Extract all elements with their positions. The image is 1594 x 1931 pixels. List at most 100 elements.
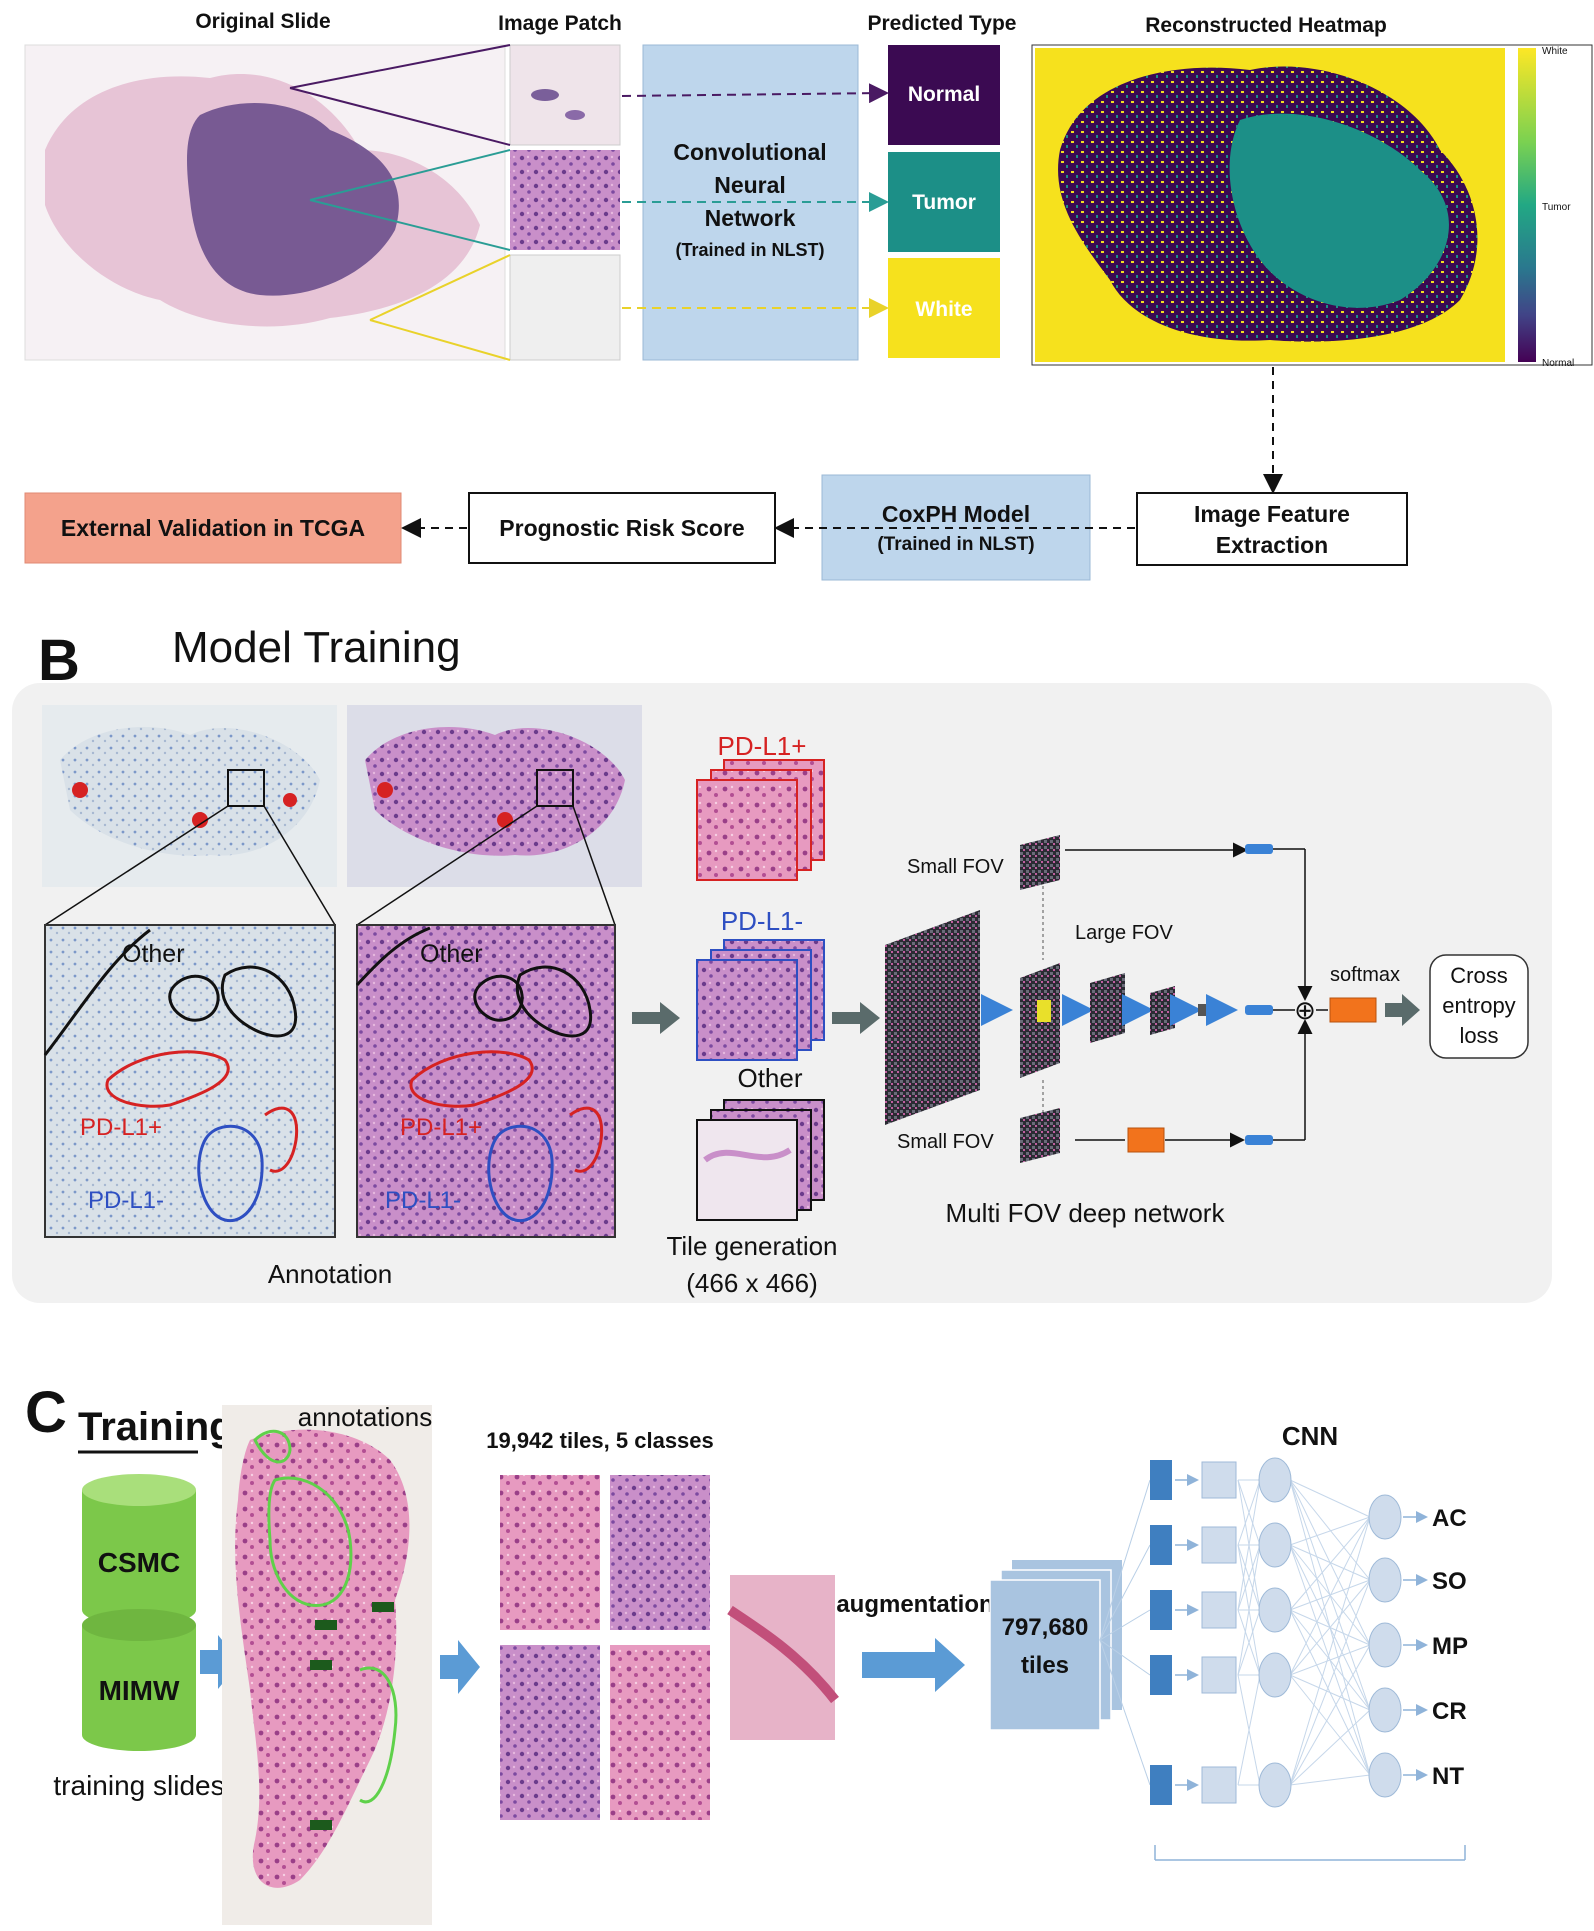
- annotation-caption: Annotation: [268, 1259, 392, 1289]
- db-bottom-label: MIMW: [99, 1675, 180, 1706]
- patch-normal-cell: [565, 110, 585, 120]
- cnn-layers: [1150, 1457, 1428, 1808]
- conv-block: [1150, 986, 1175, 1035]
- cnn-fan-lines: [1099, 1479, 1151, 1786]
- cnn-label-line4: (Trained in NLST): [675, 240, 824, 260]
- type-normal-label: Normal: [908, 83, 980, 106]
- risk-score-box: [468, 492, 776, 564]
- type-tumor-box: [888, 152, 1000, 252]
- header-image-patch: Image Patch: [498, 12, 622, 35]
- annotation-outline: [359, 1666, 398, 1804]
- training-heading: Training: [78, 1405, 234, 1449]
- class-tile: [500, 1475, 600, 1630]
- other-outline: [355, 926, 431, 987]
- ihc-thumbnail-tissue: [60, 727, 320, 856]
- class-tile: [500, 1645, 600, 1820]
- large-fov-center: [1037, 1000, 1051, 1022]
- annotated-slide-tissue: [235, 1429, 410, 1888]
- large-input-block: [885, 910, 980, 1125]
- cnn-class-label-nt: NT: [1432, 1763, 1464, 1790]
- cnn-connection: [1237, 1544, 1261, 1676]
- network-caption: Multi FOV deep network: [946, 1198, 1226, 1228]
- tile-label-other: Other: [737, 1063, 802, 1093]
- small-fov-top-block: [1020, 835, 1060, 890]
- feature-extraction-line2: Extraction: [1216, 532, 1328, 558]
- patch-normal: [509, 44, 621, 146]
- large-fov-label: Large FOV: [1075, 922, 1173, 944]
- arrow-db-to-slide: [200, 1635, 240, 1689]
- db-top-label: CSMC: [98, 1547, 180, 1578]
- conv-block: [1198, 1004, 1212, 1016]
- other-outline: [515, 965, 593, 1038]
- other-outline: [168, 974, 220, 1022]
- zoom-line: [369, 319, 511, 361]
- cnn-output-node: [1368, 1752, 1402, 1798]
- cnn-input-node: [1150, 1655, 1172, 1695]
- coxph-line1: CoxPH Model: [882, 501, 1030, 527]
- conv-block: [1090, 973, 1125, 1043]
- zoom-line: [572, 805, 616, 926]
- heatmap-tumor-region: [1229, 113, 1449, 308]
- he-thumbnail-tissue: [365, 727, 625, 856]
- conv-block-orange: [1127, 1127, 1165, 1153]
- cnn-hidden-node: [1258, 1457, 1292, 1503]
- arrow-augmentation: [862, 1638, 965, 1692]
- tile-other-front: [696, 1119, 798, 1221]
- feature-vector-top: [1245, 844, 1273, 854]
- pdl1-pos-outline: [264, 1106, 299, 1173]
- cnn-label-line2: Neural: [714, 172, 786, 198]
- thumbnail-zoom-box: [536, 769, 574, 807]
- arrow-tiles-to-network: [832, 1002, 880, 1034]
- cnn-connection: [1237, 1609, 1261, 1676]
- cnn-input-node: [1150, 1525, 1172, 1565]
- loss-line1: Cross: [1450, 963, 1507, 988]
- cnn-label-line1: Convolutional: [673, 139, 826, 165]
- cnn-connection: [1289, 1479, 1371, 1581]
- panel-c-letter: C: [25, 1380, 67, 1445]
- cnn-connection: [1289, 1516, 1371, 1676]
- pdl1-pos-outline: [409, 1050, 534, 1108]
- loss-line3: loss: [1459, 1023, 1498, 1048]
- thumbnail-pos-mark: [192, 812, 208, 828]
- cnn-connection: [1289, 1516, 1371, 1611]
- type-white-label: White: [915, 298, 972, 321]
- panel-b: B Model Training Other PD-L1+ PD-L1-: [12, 623, 1552, 1303]
- cnn-pool-node: [1201, 1766, 1237, 1804]
- annotation-tag: [310, 1820, 332, 1830]
- feature-vector-bottom: [1245, 1135, 1273, 1145]
- annotation-tag: [315, 1620, 337, 1630]
- cnn-connection: [1237, 1544, 1261, 1611]
- zoom-label-pos-he: PD-L1+: [400, 1114, 482, 1141]
- cnn-class-label-cr: CR: [1432, 1698, 1467, 1725]
- cnn-connection: [1289, 1774, 1371, 1786]
- annotations-label: annotations: [298, 1402, 432, 1432]
- zoom-line: [289, 44, 511, 89]
- cnn-connection: [1237, 1479, 1261, 1546]
- zoom-label-neg-ihc: PD-L1-: [88, 1187, 164, 1214]
- cnn-connection: [1289, 1544, 1371, 1581]
- type-normal-box: [888, 45, 1000, 145]
- cnn-connection: [1289, 1674, 1371, 1776]
- cnn-connection: [1289, 1644, 1371, 1786]
- thumbnail-zoom-box: [227, 769, 265, 807]
- softmax-label: softmax: [1330, 964, 1400, 986]
- cnn-pool-node: [1201, 1526, 1237, 1564]
- zoom-line: [263, 805, 336, 926]
- slide-tissue-tumor: [187, 103, 399, 296]
- db-top-cap: [82, 1474, 196, 1506]
- pdl1-neg-outline: [487, 1124, 554, 1223]
- db-bottom-cap: [82, 1609, 196, 1641]
- panel-a: A Original Slide Image Patch Predicted T…: [24, 10, 1593, 581]
- cnn-pool-node: [1201, 1461, 1237, 1499]
- small-fov-bottom-label: Small FOV: [897, 1131, 994, 1153]
- tile-other-tissue: [703, 1147, 792, 1163]
- zoom-label-other-ihc: Other: [122, 940, 185, 968]
- cnn-input-node: [1150, 1590, 1172, 1630]
- class-tile: [610, 1475, 710, 1630]
- tile-stack-label: tiles: [1021, 1652, 1069, 1679]
- cnn-hidden-node: [1258, 1522, 1292, 1568]
- cnn-connection: [1289, 1644, 1371, 1676]
- cnn-connection: [1289, 1516, 1371, 1786]
- zoom-label-neg-he: PD-L1-: [385, 1187, 461, 1214]
- pdl1-pos-outline: [105, 1050, 230, 1108]
